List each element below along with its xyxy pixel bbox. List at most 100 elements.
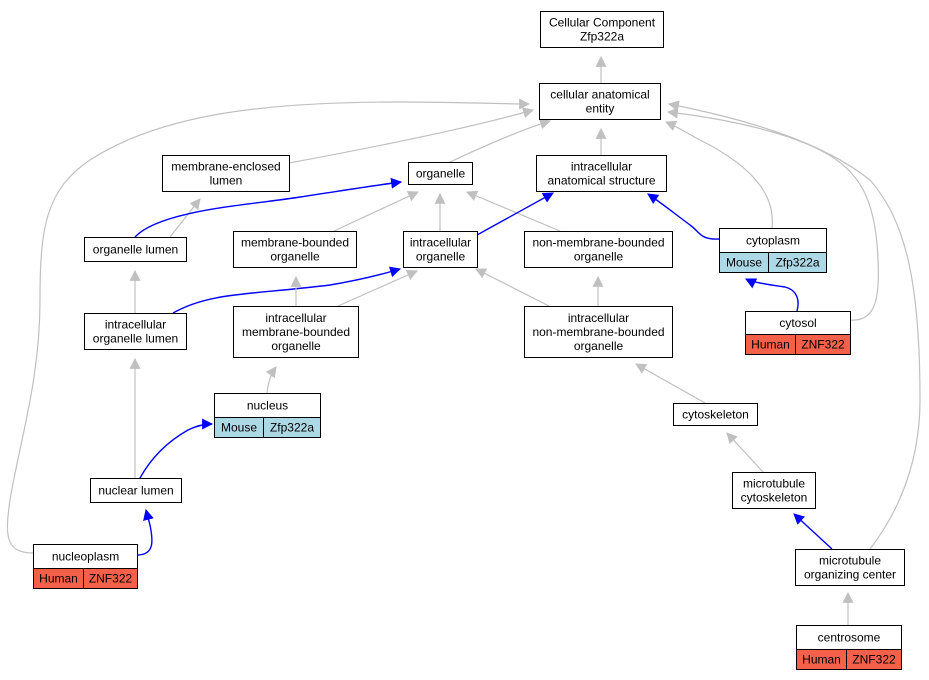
- gene-cell: [83, 568, 138, 589]
- node-label: intracellular: [571, 160, 632, 174]
- node-label: cytosol: [779, 316, 816, 330]
- edge-imbo-to-io: [337, 269, 419, 307]
- gene-label: Zfp322a: [775, 256, 819, 270]
- edges-layer: [6, 55, 921, 625]
- node-label: non-membrane-bounded: [532, 236, 664, 250]
- node-label: organelle: [574, 339, 624, 353]
- edge-nucleus-to-imbo: [265, 366, 277, 394]
- gene-cell: [795, 334, 851, 355]
- node-label: nucleoplasm: [52, 550, 119, 564]
- node-box: [540, 11, 664, 48]
- node-label: organelle: [271, 339, 321, 353]
- edge-ol-to-organelle: [134, 177, 403, 238]
- node-label: Zfp322a: [580, 30, 624, 44]
- edge-cytosol-to-cae: [666, 107, 879, 321]
- edge-ol-to-mel: [169, 198, 201, 238]
- node-box: [84, 313, 187, 350]
- node-label: cellular anatomical: [550, 88, 649, 102]
- node-box: [403, 231, 478, 268]
- node-label: organizing center: [804, 568, 896, 582]
- gene-cell: [263, 417, 321, 438]
- edge-cytosol-to-cytoplasm: [745, 278, 799, 312]
- node-label: microtubule: [743, 477, 805, 491]
- node-label: nuclear lumen: [98, 484, 173, 498]
- edge-nl-to-nucleus: [139, 418, 214, 479]
- node-label: anatomical structure: [547, 174, 655, 188]
- gene-label: ZNF322: [801, 338, 845, 352]
- node-label: cytoskeleton: [682, 408, 749, 422]
- node-label: centrosome: [818, 631, 881, 645]
- node-label: intracellular: [105, 318, 166, 332]
- node-box: [233, 306, 359, 358]
- species-label: Human: [39, 572, 78, 586]
- node-box: [84, 237, 187, 262]
- edge-nucleoplasm-to-cae: [6, 98, 531, 554]
- node-box: [214, 393, 321, 418]
- node-label: cytoskeleton: [741, 491, 808, 505]
- node-box: [524, 306, 673, 358]
- node-box: [536, 155, 667, 192]
- node-label: organelle: [574, 250, 624, 264]
- node-label: organelle: [416, 250, 466, 264]
- node-organelle[interactable]: organelle: [408, 162, 473, 185]
- node-box: [90, 478, 182, 503]
- node-label: organelle lumen: [93, 243, 178, 257]
- edge-mtc-to-cytoskeleton: [726, 432, 764, 473]
- species-label: Mouse: [726, 256, 762, 270]
- node-label: intracellular: [265, 311, 326, 325]
- node-label: organelle: [270, 250, 320, 264]
- edge-io-to-ias: [476, 192, 554, 236]
- edge-mel-to-cae: [288, 107, 535, 164]
- node-ol[interactable]: organelle lumen: [84, 237, 187, 262]
- node-label: Cellular Component: [549, 16, 656, 30]
- node-box: [732, 472, 816, 509]
- node-box: [162, 155, 290, 192]
- node-box: [33, 544, 138, 569]
- edge-mtoc-to-cae: [667, 100, 921, 550]
- node-box: [233, 231, 357, 268]
- node-cytoskeleton[interactable]: cytoskeleton: [673, 403, 758, 426]
- node-label: intracellular: [568, 311, 629, 325]
- node-box: [524, 231, 673, 268]
- species-label: Mouse: [221, 421, 257, 435]
- edge-organelle-to-cae: [449, 118, 552, 163]
- node-label: lumen: [210, 174, 243, 188]
- gene-label: Zfp322a: [270, 421, 314, 435]
- node-inmbo[interactable]: intracellularnon-membrane-boundedorganel…: [524, 306, 673, 358]
- species-label: Human: [751, 338, 790, 352]
- node-box: [795, 549, 905, 586]
- node-label: membrane-bounded: [241, 236, 349, 250]
- gene-cell: [846, 649, 902, 670]
- node-label: organelle: [416, 167, 466, 181]
- edge-cytoplasm-to-cae: [664, 120, 773, 229]
- node-label: microtubule: [819, 554, 881, 568]
- edge-mbo-to-organelle: [333, 191, 419, 232]
- gene-label: ZNF322: [852, 653, 896, 667]
- edge-iol-to-io: [172, 266, 402, 314]
- node-label: membrane-bounded: [242, 325, 350, 339]
- edge-nucleoplasm-to-nl: [136, 508, 154, 556]
- node-label: non-membrane-bounded: [532, 325, 664, 339]
- node-label: nucleus: [247, 399, 288, 413]
- species-label: Human: [802, 653, 841, 667]
- node-nl[interactable]: nuclear lumen: [90, 478, 182, 503]
